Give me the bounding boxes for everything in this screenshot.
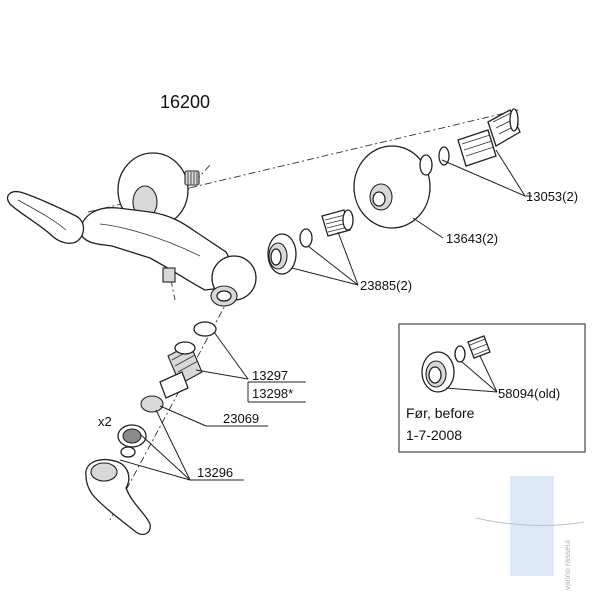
cartridge [159, 341, 203, 399]
old-threaded-connector [467, 335, 491, 359]
inset-note-line2: 1-7-2008 [406, 427, 462, 443]
lower-cartridge-assembly [85, 321, 217, 536]
diagram-title: 16200 [160, 92, 210, 112]
threaded-connector [321, 209, 354, 237]
o-ring-upper [299, 228, 313, 248]
label-13297: 13297 [252, 368, 288, 383]
label-23885: 23885(2) [360, 278, 412, 293]
washer-b [438, 146, 450, 166]
old-union-nut [421, 351, 455, 393]
label-13296: 13296 [197, 465, 233, 480]
watermark-text: vanno rasseui [563, 540, 572, 590]
leader-lines [119, 149, 532, 481]
body-lever-handle [6, 190, 85, 244]
label-13053: 13053(2) [526, 189, 578, 204]
mixer-body [6, 152, 257, 307]
washer-a [419, 154, 433, 176]
retaining-clip [140, 395, 164, 413]
eccentric-connector [457, 108, 521, 167]
wall-thread-left [184, 170, 200, 186]
inset-old-part: 58094(old) Før, before 1-7-2008 [398, 323, 586, 453]
handle-cap [117, 424, 147, 458]
inset-note-line1: Før, before [406, 405, 475, 421]
label-58094-old: 58094(old) [498, 386, 560, 401]
label-13298: 13298* [252, 386, 293, 401]
label-23069: 23069 [223, 411, 259, 426]
label-13643: 13643(2) [446, 231, 498, 246]
wall-flange-right [353, 145, 431, 229]
union-nut [267, 233, 297, 275]
old-o-ring [454, 345, 466, 363]
label-quantity-x2: x2 [98, 414, 112, 429]
right-connector-assembly [267, 108, 521, 275]
o-ring-lower [193, 321, 217, 337]
watermark-logo: vanno rasseui [475, 476, 585, 590]
outlet-stub [162, 267, 176, 283]
